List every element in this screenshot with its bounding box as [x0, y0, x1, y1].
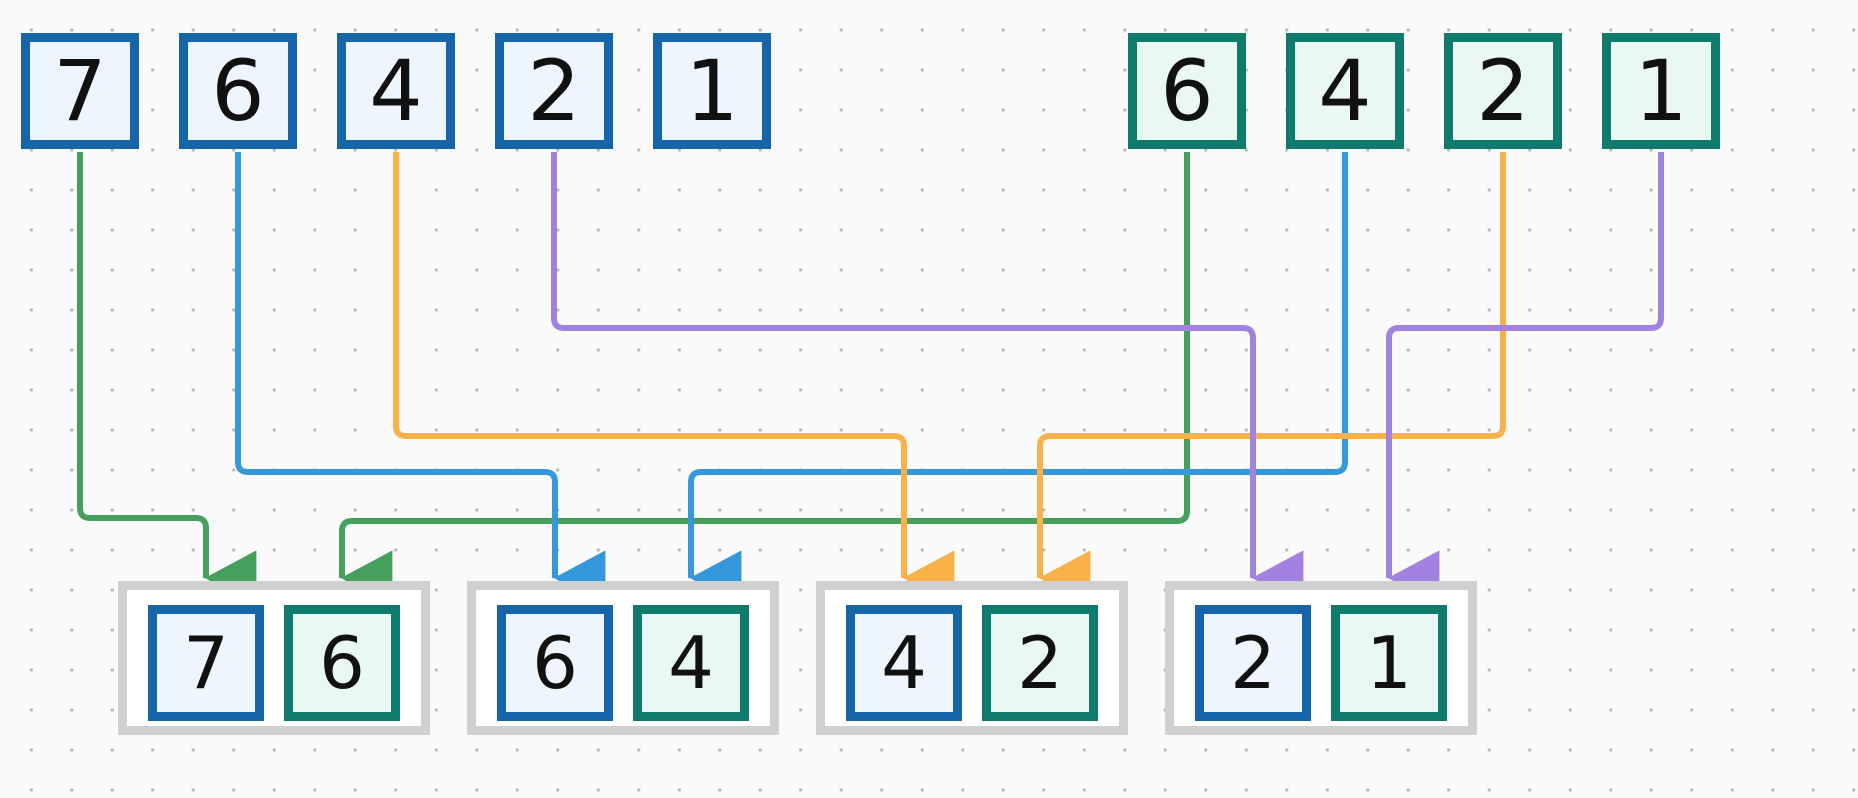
- pair-group-1-teal-node[interactable]: 6: [284, 605, 400, 721]
- source-teal-node-4[interactable]: 4: [1286, 33, 1404, 149]
- source-teal-node-6[interactable]: 6: [1128, 33, 1246, 149]
- pair-group-4-teal-node[interactable]: 1: [1331, 605, 1447, 721]
- pair-group-3-blue-node[interactable]: 4: [846, 605, 962, 721]
- pair-group-2-blue-node[interactable]: 6: [497, 605, 613, 721]
- source-blue-node-2[interactable]: 2: [495, 33, 613, 149]
- pair-group-4-blue-node[interactable]: 2: [1195, 605, 1311, 721]
- source-teal-node-2[interactable]: 2: [1444, 33, 1562, 149]
- source-blue-node-6[interactable]: 6: [179, 33, 297, 149]
- source-blue-node-1[interactable]: 1: [653, 33, 771, 149]
- pair-group-1-blue-node[interactable]: 7: [148, 605, 264, 721]
- source-teal-node-1[interactable]: 1: [1602, 33, 1720, 149]
- source-blue-node-4[interactable]: 4: [337, 33, 455, 149]
- pair-group-2-teal-node[interactable]: 4: [633, 605, 749, 721]
- pair-group-3-teal-node[interactable]: 2: [982, 605, 1098, 721]
- source-blue-node-7[interactable]: 7: [21, 33, 139, 149]
